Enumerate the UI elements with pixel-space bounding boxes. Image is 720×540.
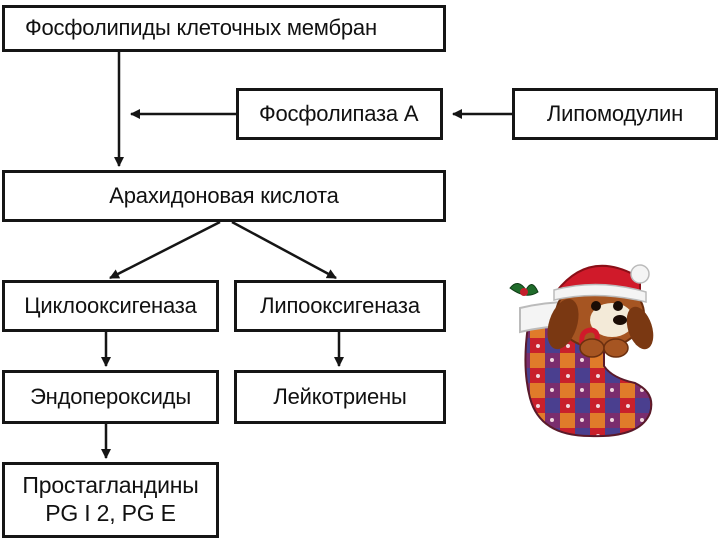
arrow-arachidonic-to-cyclooxygenase xyxy=(109,220,221,280)
node-endoperoxides-label: Эндопероксиды xyxy=(30,383,191,409)
node-phospholipids: Фосфолипиды клеточных мембран xyxy=(2,5,446,52)
node-cyclooxygenase-label: Циклооксигеназа xyxy=(24,292,197,318)
node-lipomodulin: Липомодулин xyxy=(512,88,718,140)
node-arachidonic-acid: Арахидоновая кислота xyxy=(2,170,446,222)
node-lipoxygenase-label: Липооксигеназа xyxy=(260,292,420,318)
node-phospholipids-label: Фосфолипиды клеточных мембран xyxy=(25,15,377,41)
arrow-arachidonic-to-lipoxygenase xyxy=(231,220,337,280)
node-endoperoxides: Эндопероксиды xyxy=(2,370,219,424)
node-leukotrienes: Лейкотриены xyxy=(234,370,446,424)
puppy-in-christmas-stocking-icon xyxy=(509,264,654,438)
node-phospholipase-a-label: Фосфолипаза А xyxy=(259,100,419,126)
node-prostaglandins-label-line1: Простагландины xyxy=(22,472,199,499)
node-prostaglandins: Простагландины PG I 2, PG E xyxy=(2,462,219,538)
node-leukotrienes-label: Лейкотриены xyxy=(273,383,407,409)
node-lipoxygenase: Липооксигеназа xyxy=(234,280,446,332)
node-lipomodulin-label: Липомодулин xyxy=(546,100,684,126)
node-arachidonic-acid-label: Арахидоновая кислота xyxy=(109,182,339,208)
node-prostaglandins-label-line2: PG I 2, PG E xyxy=(45,500,176,526)
node-cyclooxygenase: Циклооксигеназа xyxy=(2,280,219,332)
node-phospholipase-a: Фосфолипаза А xyxy=(236,88,443,140)
